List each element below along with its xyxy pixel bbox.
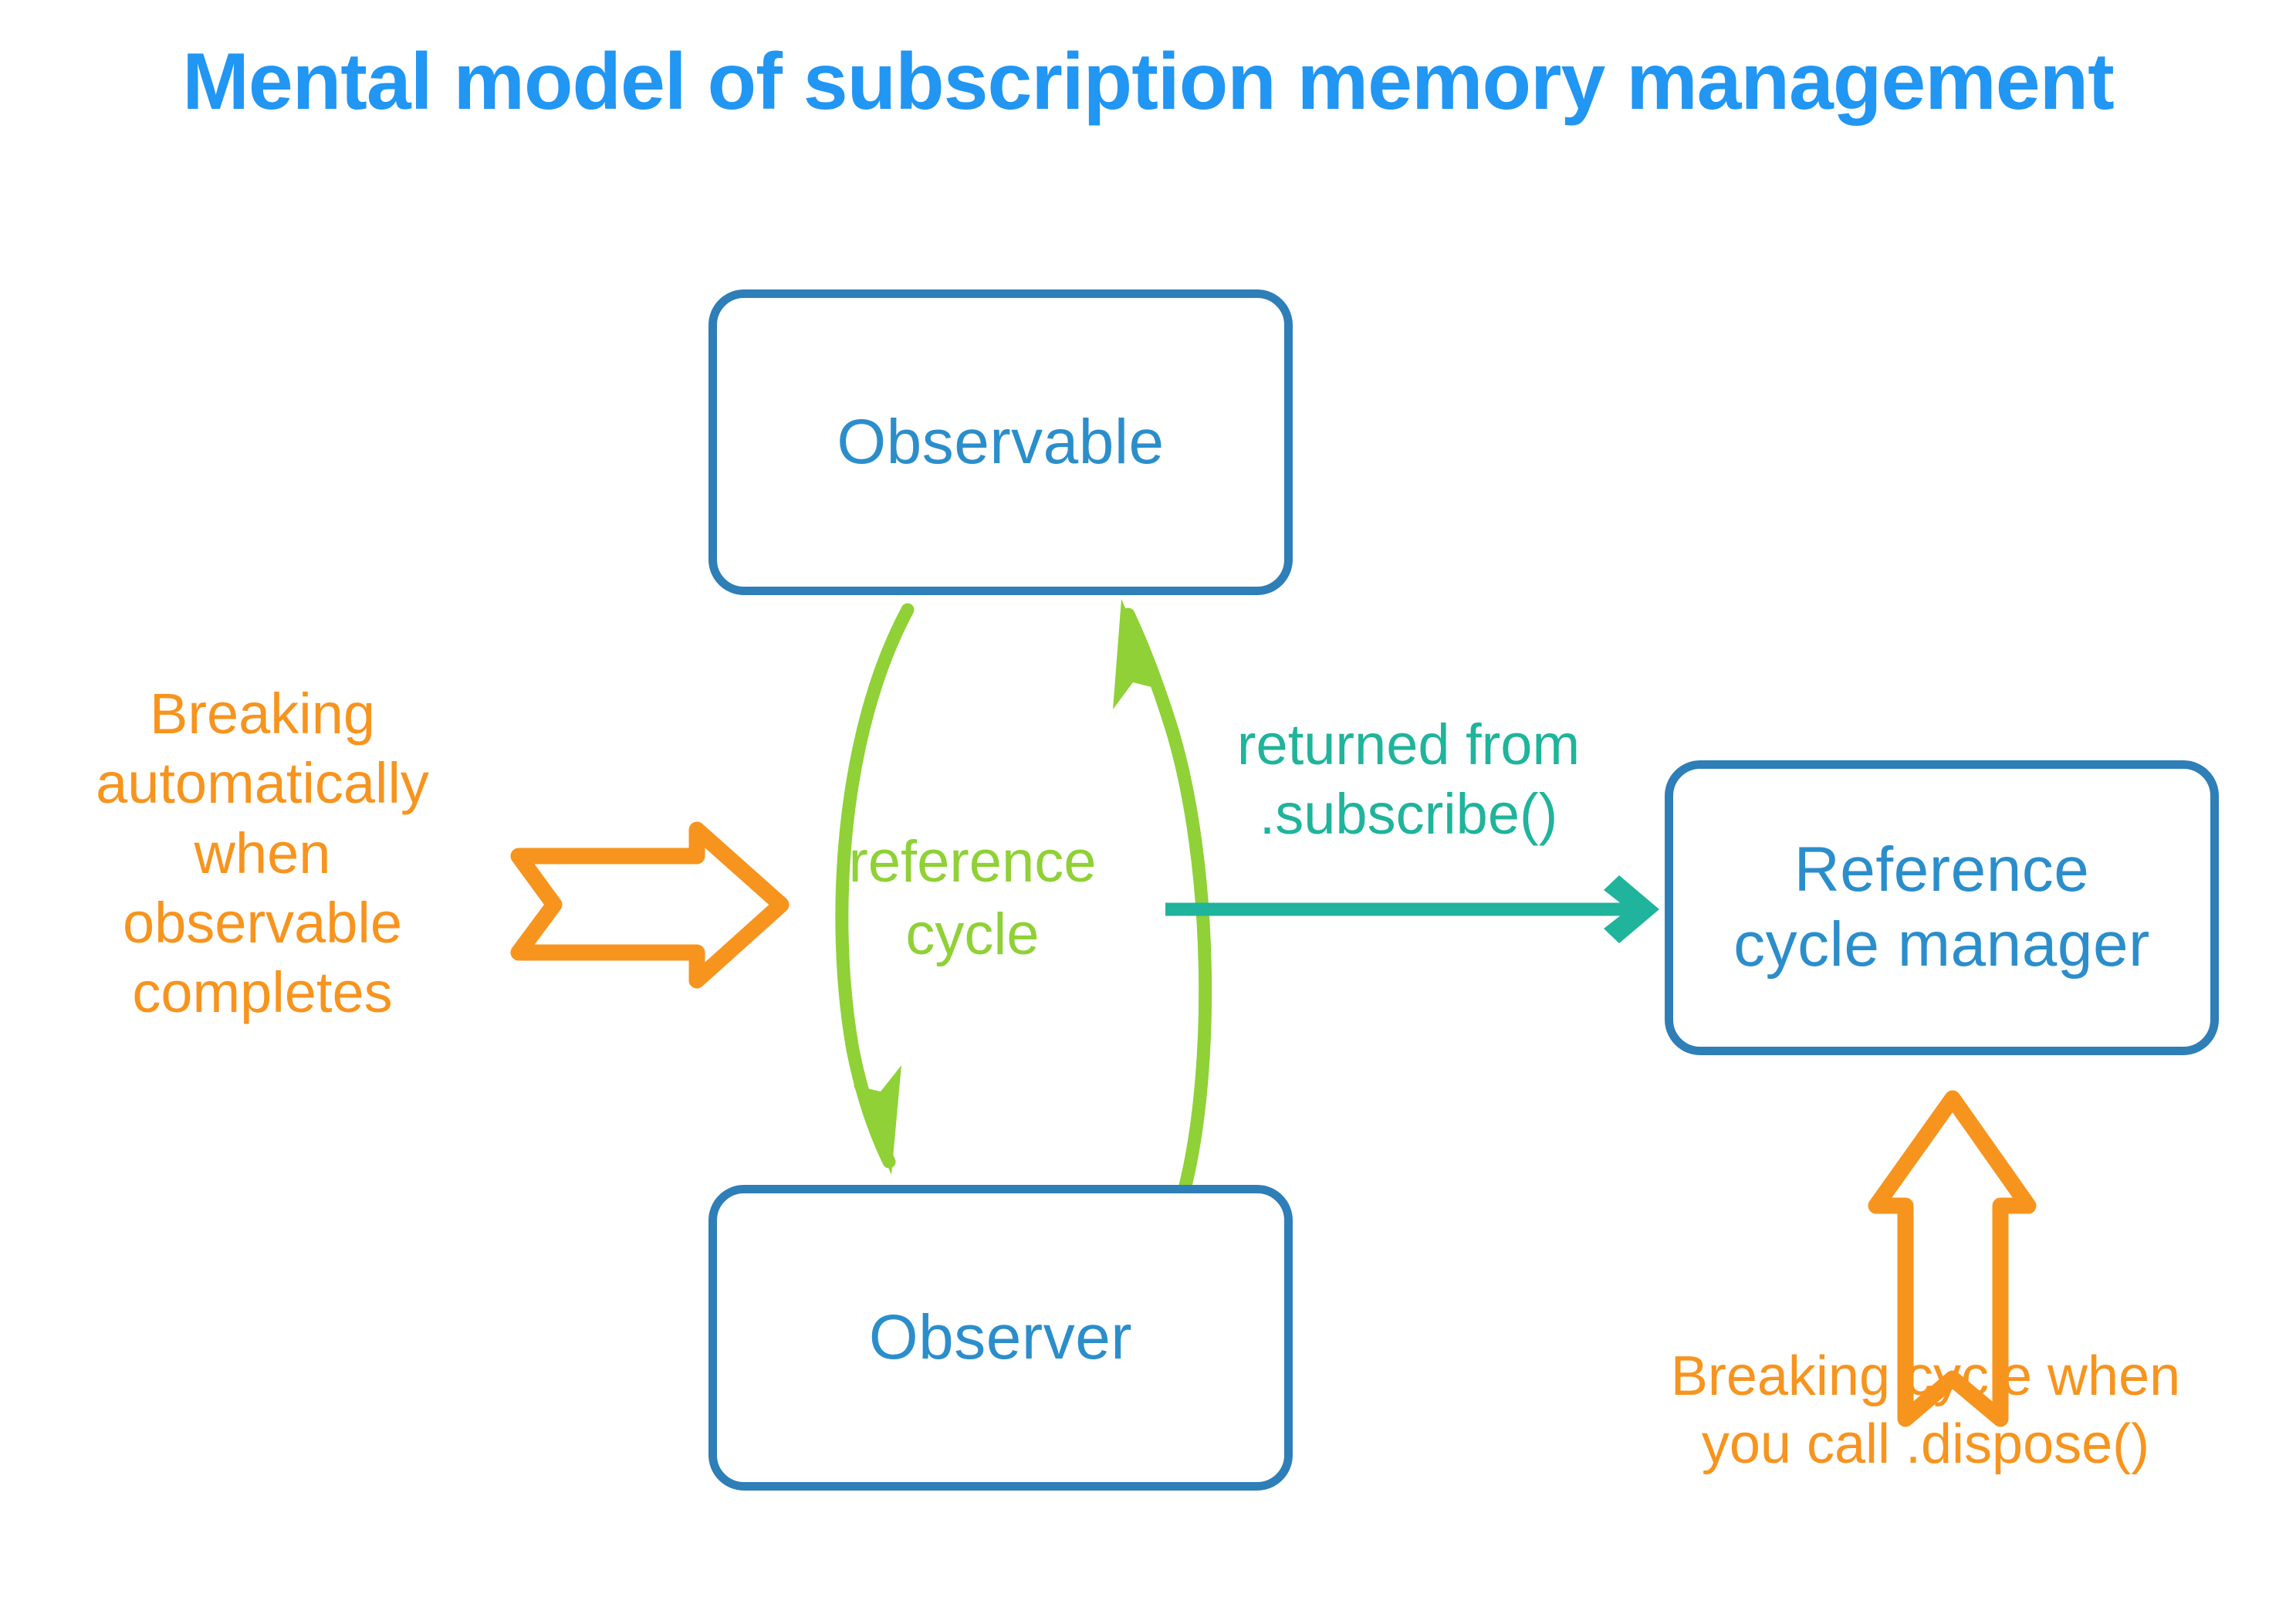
page-title: Mental model of subscription memory mana… xyxy=(182,37,2114,127)
annotation-breaking-cycle-dispose: Breaking cycle when you call .dispose() xyxy=(1670,1345,2181,1475)
annotation-breaking-automatically: Breaking automatically when observable c… xyxy=(96,682,429,1025)
node-observable-label: Observable xyxy=(837,406,1165,477)
annotation-reference-cycle: reference cycle xyxy=(848,829,1097,968)
teal-right-arrow xyxy=(1165,875,1659,943)
node-reference-cycle-manager-label: Reference cycle manager xyxy=(1733,834,2150,980)
node-observer-label: Observer xyxy=(868,1301,1133,1372)
block-arrow-right-icon xyxy=(510,821,790,989)
node-observer[interactable]: Observer xyxy=(708,1185,1293,1491)
node-observable[interactable]: Observable xyxy=(708,289,1293,595)
node-reference-cycle-manager[interactable]: Reference cycle manager xyxy=(1665,760,2219,1055)
annotation-returned-from-subscribe: returned from .subscribe() xyxy=(1236,712,1581,847)
